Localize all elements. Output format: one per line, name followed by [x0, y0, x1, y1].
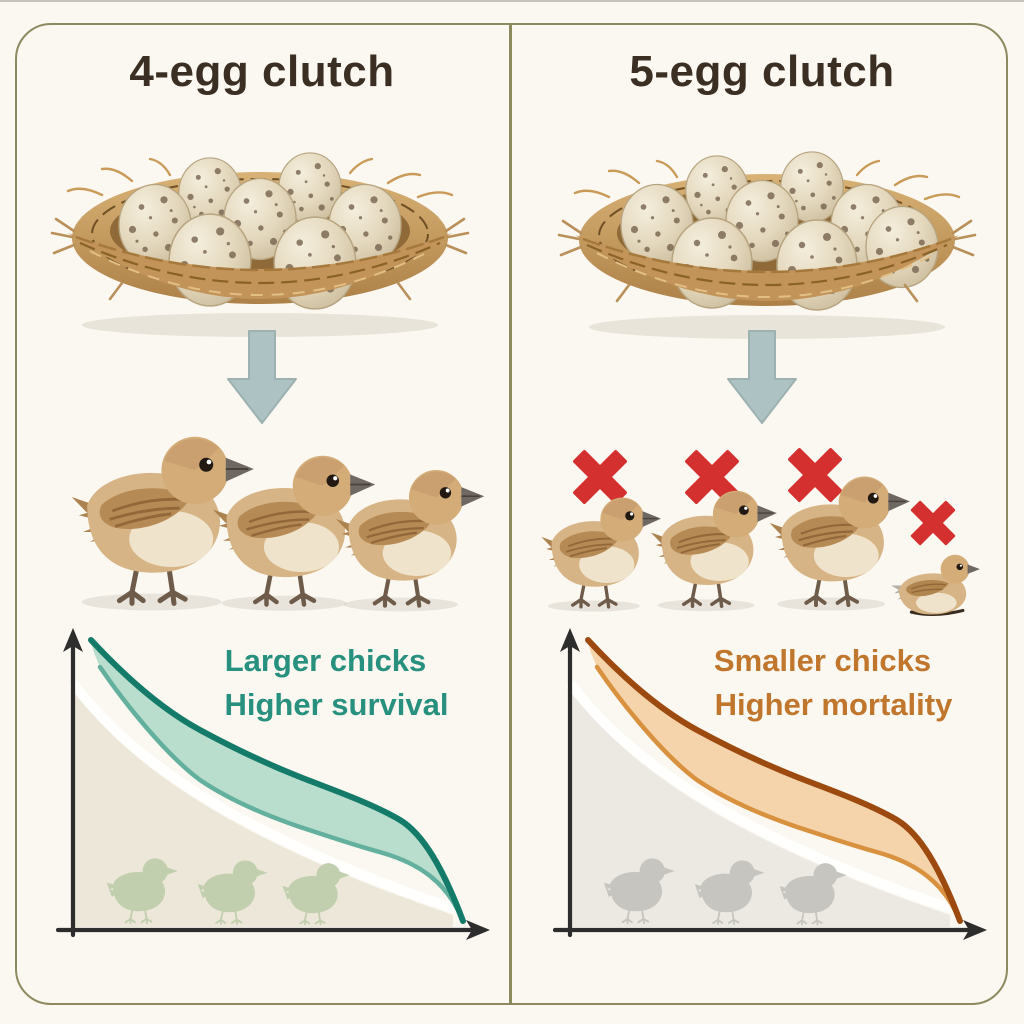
- panel-divider: [509, 23, 512, 1005]
- mortality-band-fill: [588, 640, 960, 921]
- top-edge-line: [0, 0, 1024, 2]
- mortality-graph: [542, 623, 992, 953]
- panel-5-egg-clutch: 5-egg clutch: [512, 23, 1012, 1005]
- graph-label-right: Smaller chicks Higher mortality: [650, 639, 995, 727]
- survival-band-lower-curve: [97, 664, 466, 924]
- x-mark-icon: [572, 449, 628, 505]
- graph-label-line1: Larger chicks: [224, 643, 427, 678]
- down-arrow-shape: [227, 330, 297, 424]
- survival-band-upper-curve: [88, 637, 466, 924]
- graph-label-line1: Smaller chicks: [713, 643, 932, 678]
- graph-white-gap: [565, 680, 954, 914]
- survival-band-fill: [91, 640, 463, 921]
- x-mark-icon: [910, 500, 956, 546]
- graph-label-left: Larger chicks Higher survival: [153, 639, 498, 727]
- graph-white-gap: [68, 680, 457, 914]
- chick-illustration-runt-sitting: [889, 553, 982, 617]
- panel-title-right: 5-egg clutch: [629, 47, 895, 96]
- nest-illustration-right: [557, 151, 977, 341]
- down-arrow-icon: [227, 330, 297, 424]
- panel-4-egg-clutch: 4-egg clutch L: [15, 23, 509, 1005]
- graph-label-line2: Higher mortality: [714, 687, 953, 723]
- graph-label-line2: Higher survival: [224, 687, 449, 723]
- x-mark-icon: [787, 447, 843, 503]
- mortality-band-lower-curve: [594, 664, 963, 924]
- down-arrow-shape: [727, 330, 797, 424]
- chick-illustration-small: [649, 489, 779, 613]
- down-arrow-icon: [727, 330, 797, 424]
- mortality-band-upper-curve: [585, 637, 963, 924]
- survival-graph: [45, 623, 495, 953]
- panel-title-left: 4-egg clutch: [129, 47, 395, 96]
- chick-illustration-small: [539, 495, 663, 614]
- chick-illustration-medium: [767, 474, 912, 613]
- nest-illustration-left: [50, 152, 470, 339]
